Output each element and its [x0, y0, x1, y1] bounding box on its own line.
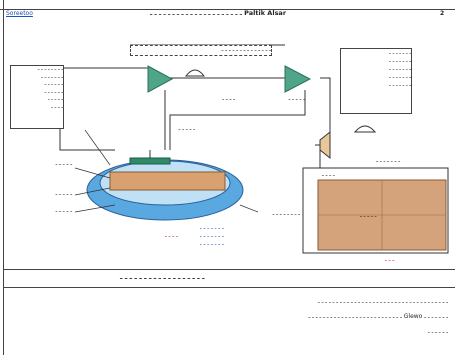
bell-icon [353, 125, 377, 133]
header-title: ـ ـ ـ ـ ـ ـ ـ ـ ـ ـ ـ ـ ـ ـ ـ ـ ـ ـ ـ ـ … [150, 9, 287, 17]
paragraph-line-2: ـ ـ ـ ـ ـ ـ ـ Glewo ـ ـ ـ ـ ـ ـ ـ ـ ـ ـ … [308, 313, 448, 320]
electrode [129, 157, 171, 165]
caption-top-rule [3, 269, 455, 270]
header-number: 2 [440, 10, 445, 17]
pointer-lines [74, 129, 259, 213]
left-note: ـ ـ ـ ـ ـ ـ ـ ـ ـ ـ ـ ـ ـ ـ ـ ـ ـ ـ ـ ـ … [10, 65, 64, 129]
top-label-box: ـ ـ ـ ـ ـ ـ ـ ـ ـ ـ ـ ـ ـ ـ [130, 45, 272, 56]
left-border [3, 0, 4, 355]
pink-label-1: ـ ـ ـ ـ [165, 232, 178, 239]
caption-bottom-rule [3, 287, 455, 288]
top-rule [0, 9, 455, 10]
osc-title: ـ ـ ـ ـ [322, 171, 335, 178]
amp-label-2: ـ ـ ـ ـ ـ [288, 95, 305, 102]
osc-center-label: ـ ـ ـ ـ ـ [360, 212, 377, 219]
meter-icon [184, 69, 206, 77]
blue-label-2: ـ ـ ـ ـ ـ ـ ـ [200, 232, 224, 239]
amplifier-1-icon [147, 65, 174, 93]
speaker-caption: ـ ـ ـ ـ ـ ـ ـ [376, 157, 400, 164]
figure-caption: ـ ـ ـ ـ ـ ـ ـ ـ ـ ـ ـ ـ ـ ـ ـ ـ ـ ـ [120, 273, 205, 281]
speaker-icon [319, 130, 331, 160]
electrode-label: ـ ـ ـ ـ ـ [178, 125, 195, 132]
pink-label-2: ـ ـ ـ [385, 256, 395, 263]
dish-label-1: ـ ـ ـ ـ ـ [55, 160, 72, 167]
blue-label-3: ـ ـ ـ ـ ـ ـ ـ [200, 240, 224, 247]
header-link[interactable]: Soreetoo [6, 10, 33, 17]
tissue-strip [109, 171, 226, 191]
dish-label-3: ـ ـ ـ ـ ـ [55, 207, 72, 214]
bottom-right-label: ـ ـ ـ ـ ـ ـ ـ ـ [272, 210, 300, 217]
amp-label-1: ـ ـ ـ ـ [222, 95, 235, 102]
amplifier-2-icon [284, 65, 312, 93]
paragraph-line-3: ـ ـ ـ ـ ـ ـ [427, 328, 448, 335]
dish-label-2: ـ ـ ـ ـ ـ [55, 190, 72, 197]
blue-label-1: ـ ـ ـ ـ ـ ـ ـ [200, 224, 224, 231]
paragraph-line-1: ـ ـ ـ ـ ـ ـ ـ ـ ـ ـ ـ ـ ـ ـ ـ ـ ـ ـ ـ ـ … [317, 298, 448, 305]
right-note: ـ ـ ـ ـ ـ ـ ـ ـ ـ ـ ـ ـ ـ ـ ـ ـ ـ ـ ـ ـ … [340, 48, 412, 114]
